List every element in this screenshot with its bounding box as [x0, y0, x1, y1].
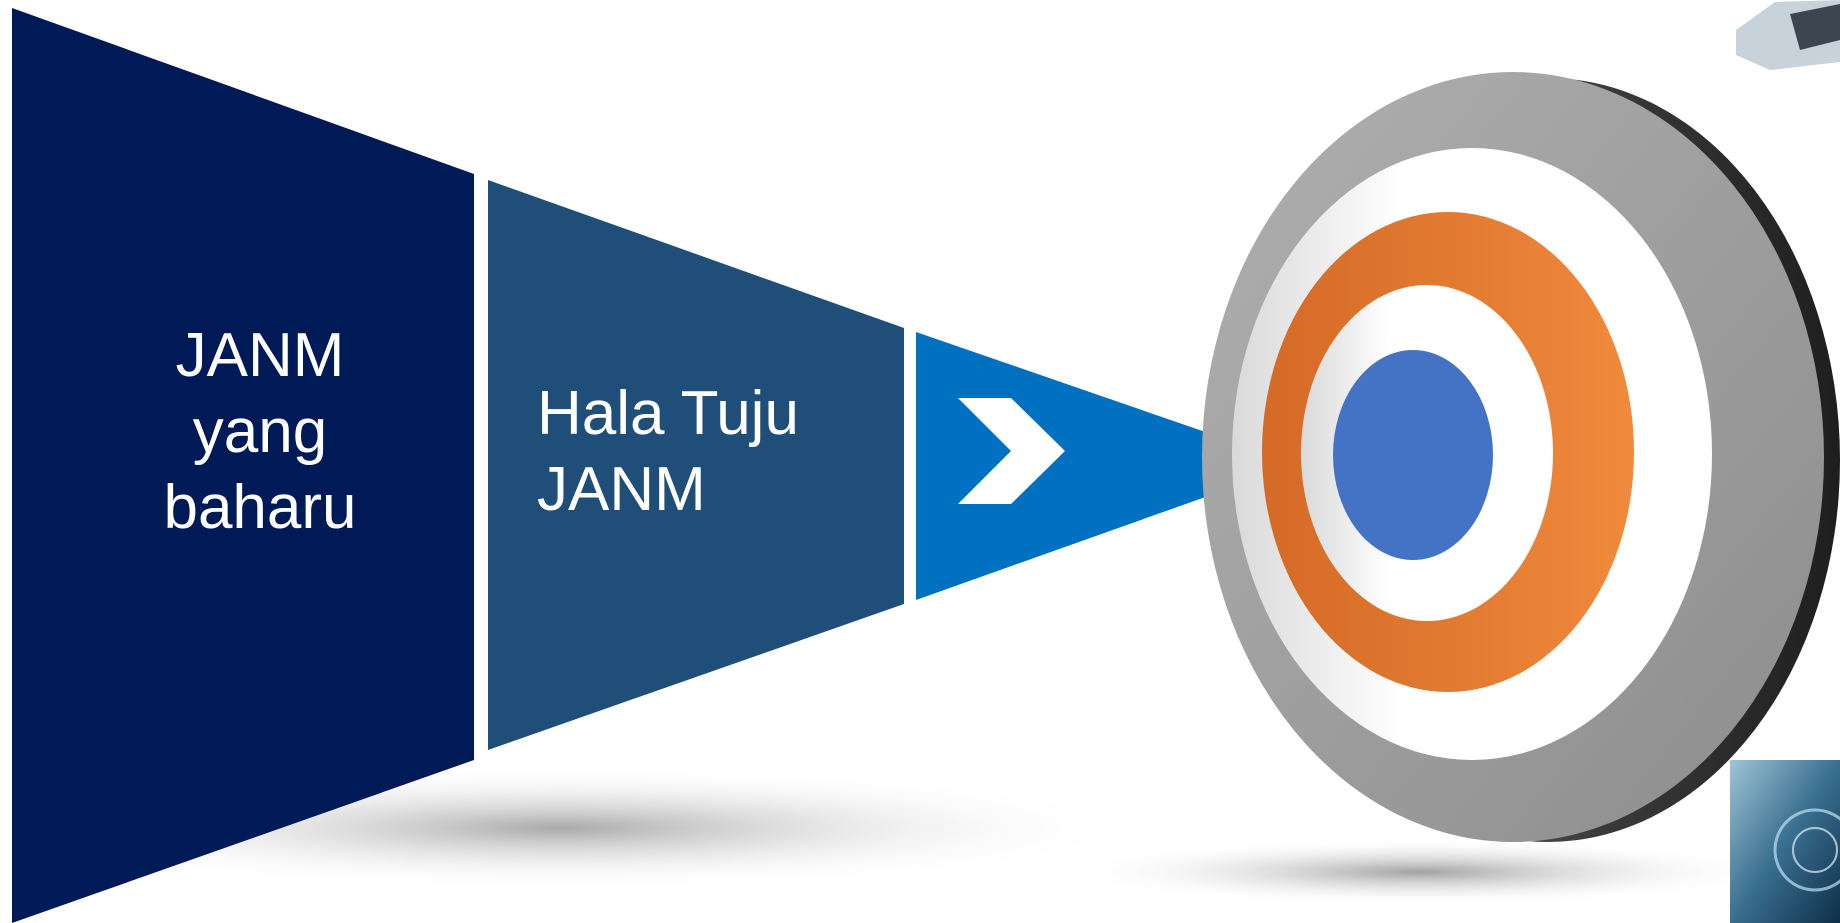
corner-photo-top-right: [1736, 0, 1840, 70]
funnel-segment-outer: [12, 8, 474, 923]
target-board: [1202, 72, 1840, 842]
funnel-label-outer: JANM yang baharu: [163, 321, 357, 542]
funnel-segment-middle: [488, 180, 904, 750]
target-floor-shadow: [1060, 838, 1780, 906]
corner-photo-bottom-right: [1730, 760, 1840, 923]
chevron-right-icon: [958, 398, 1065, 504]
target-bullseye: [1333, 350, 1493, 560]
funnel-label-middle: Hala Tuju JANM: [537, 379, 799, 524]
